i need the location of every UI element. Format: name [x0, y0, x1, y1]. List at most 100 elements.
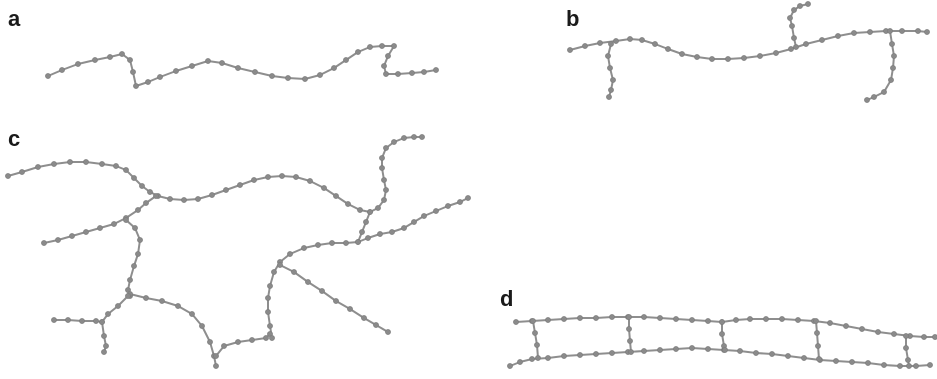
- chain-bead: [897, 363, 902, 368]
- chain-bead: [871, 94, 876, 99]
- chain-bead: [159, 298, 164, 303]
- chain-bead: [223, 187, 228, 192]
- chain-bead: [267, 323, 272, 328]
- chain-bead: [609, 350, 614, 355]
- chain-bead: [791, 7, 796, 12]
- chain-bead: [329, 240, 334, 245]
- chain-bead: [391, 139, 396, 144]
- chain-bead: [101, 333, 106, 338]
- chain-bead: [125, 293, 130, 298]
- chain-bead: [92, 57, 97, 62]
- chain-bead: [705, 318, 710, 323]
- chain-bead: [269, 335, 274, 340]
- chain-bead: [205, 58, 210, 63]
- chain-bead: [865, 360, 870, 365]
- chain-bead: [249, 337, 254, 342]
- chain-bead: [597, 40, 602, 45]
- chain-bead: [221, 343, 226, 348]
- chain-bead: [277, 262, 282, 267]
- chain-bead: [419, 134, 424, 139]
- chain-bead: [355, 49, 360, 54]
- chain-bead: [35, 164, 40, 169]
- chain-bead: [385, 53, 390, 58]
- chain-bead: [19, 169, 24, 174]
- chain-bead: [132, 225, 137, 230]
- chain-bead: [787, 15, 792, 20]
- chain-bead: [791, 35, 796, 40]
- chain-strand: [48, 46, 436, 86]
- chain-bead: [83, 159, 88, 164]
- chain-bead: [199, 323, 204, 328]
- chain-bead: [401, 225, 406, 230]
- chain-bead: [379, 155, 384, 160]
- chain-bead: [105, 311, 110, 316]
- chain-bead: [608, 41, 613, 46]
- chain-bead: [157, 74, 162, 79]
- chain-bead: [613, 38, 618, 43]
- chain-bead: [287, 251, 292, 256]
- chain-bead: [367, 209, 372, 214]
- chain-strand: [816, 321, 819, 359]
- chain-bead: [747, 316, 752, 321]
- chain-bead: [383, 187, 388, 192]
- chain-bead: [689, 317, 694, 322]
- chain-bead: [209, 192, 214, 197]
- chain-bead: [719, 319, 724, 324]
- chain-bead: [705, 346, 710, 351]
- chain-bead: [657, 315, 662, 320]
- chain-bead: [906, 363, 911, 368]
- chain-bead: [367, 44, 372, 49]
- chain-bead: [113, 163, 118, 168]
- chain-bead: [167, 196, 172, 201]
- chain-bead: [101, 349, 106, 354]
- chain-bead: [626, 314, 631, 319]
- chain-strand: [629, 317, 631, 352]
- chain-bead: [235, 339, 240, 344]
- chain-bead: [385, 329, 390, 334]
- chain-bead: [851, 30, 856, 35]
- chain-bead: [131, 263, 136, 268]
- chain-bead: [881, 89, 886, 94]
- chain-bead: [381, 197, 386, 202]
- chain-bead: [345, 201, 350, 206]
- chain-bead: [673, 316, 678, 321]
- chain-bead: [665, 46, 670, 51]
- chain-bead: [173, 68, 178, 73]
- chain-bead: [513, 319, 518, 324]
- chain-bead: [137, 237, 142, 242]
- panel-c-network: [5, 134, 470, 368]
- chain-bead: [319, 288, 324, 293]
- chain-bead: [65, 317, 70, 322]
- chain-bead: [291, 269, 296, 274]
- chain-bead: [381, 177, 386, 182]
- chain-strand: [533, 321, 538, 358]
- chain-bead: [265, 309, 270, 314]
- chain-bead: [890, 65, 895, 70]
- chain-bead: [411, 219, 416, 224]
- chain-bead: [517, 359, 522, 364]
- chain-bead: [379, 165, 384, 170]
- chain-bead: [389, 229, 394, 234]
- chain-bead: [924, 29, 929, 34]
- chain-bead: [147, 189, 152, 194]
- chain-bead: [627, 36, 632, 41]
- chain-bead: [377, 231, 382, 236]
- chain-bead: [271, 269, 276, 274]
- chain-bead: [609, 314, 614, 319]
- chain-bead: [45, 73, 50, 78]
- chain-bead: [593, 351, 598, 356]
- chain-bead: [75, 61, 80, 66]
- chain-bead: [93, 318, 98, 323]
- chain-bead: [608, 87, 613, 92]
- chain-bead: [753, 350, 758, 355]
- chain-strand: [280, 265, 388, 332]
- chain-bead: [816, 356, 821, 361]
- chain-bead: [301, 245, 306, 250]
- chain-bead: [317, 72, 322, 77]
- chain-bead: [359, 229, 364, 234]
- chain-bead: [545, 355, 550, 360]
- chain-bead: [803, 41, 808, 46]
- chain-bead: [534, 342, 539, 347]
- chain-bead: [567, 47, 572, 52]
